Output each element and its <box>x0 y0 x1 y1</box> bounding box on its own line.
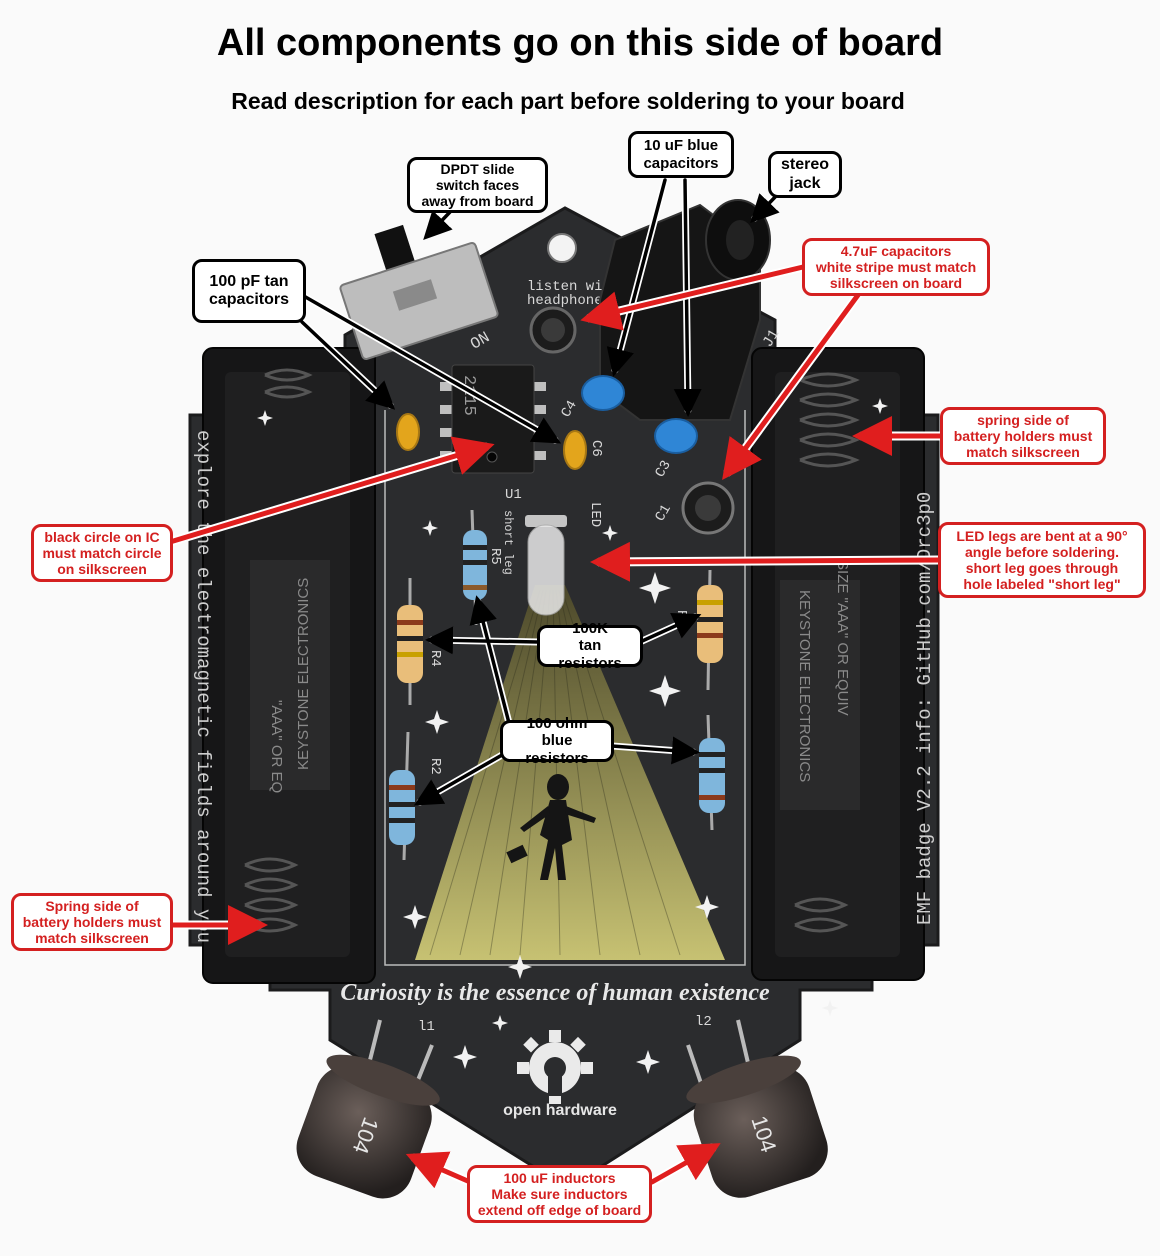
callout-electrolytic: 4.7uF capacitors white stripe must match… <box>802 238 990 296</box>
callout-led-legs: LED legs are bent at a 90° angle before … <box>938 522 1146 598</box>
resistor-r2 <box>389 731 415 861</box>
mounting-hole <box>547 233 577 263</box>
spring-left-top <box>264 368 313 399</box>
listen-label: listen with <box>527 279 619 295</box>
battery-holder-left <box>202 347 376 984</box>
resistor-r1 <box>699 714 725 831</box>
c6-label: C6 <box>588 440 604 457</box>
callout-100k-resistors: 100K tan resistors <box>537 620 643 672</box>
inductor-l2: 104 <box>686 1019 828 1198</box>
callout-spring-left: Spring side of battery holders must matc… <box>11 893 173 951</box>
tractor-beam <box>415 585 725 960</box>
c4-label: C4 <box>558 398 580 421</box>
electrolytic-cap-c1 <box>681 481 735 535</box>
j1-label: J1 <box>760 326 784 350</box>
left-edge-text: explore the electromagnetic fields aroun… <box>192 430 214 943</box>
callout-ic-circle: black circle on IC must match circle on … <box>31 524 173 582</box>
callout-blue-capacitors: 10 uF blue capacitors <box>628 131 734 178</box>
l1-label: l1 <box>418 1019 435 1035</box>
battery-brand-right: KEYSTONE ELECTRONICS <box>796 590 813 782</box>
resistor-r3 <box>697 569 723 691</box>
battery-size-left: "AAA" OR EQ <box>268 700 285 793</box>
r5-label: R5 <box>487 548 503 565</box>
blue-cap-c3 <box>654 418 698 454</box>
motto-text: Curiosity is the essence of human existe… <box>340 980 770 1006</box>
electrolytic-cap-top <box>529 306 577 354</box>
r4-label: R4 <box>427 650 443 667</box>
short-leg-label: short leg <box>501 510 515 575</box>
r2-label: R2 <box>427 758 443 775</box>
resistor-r4 <box>397 578 423 705</box>
headphone-label: headphone <box>527 293 603 309</box>
alien-figure <box>506 774 596 880</box>
inductor-l1: 104 <box>296 1019 440 1199</box>
tan-cap-left <box>396 413 420 451</box>
star-decorations <box>257 398 888 1074</box>
c1-label: C1 <box>652 502 674 525</box>
battery-brand-left: KEYSTONE ELECTRONICS <box>295 578 312 770</box>
l2-label: l2 <box>695 1014 712 1030</box>
callout-inductors: 100 uF inductors Make sure inductors ext… <box>467 1165 652 1223</box>
led-component <box>525 515 567 616</box>
led-label: LED <box>587 502 603 527</box>
blue-cap-c4 <box>581 375 625 411</box>
page-subtitle: Read description for each part before so… <box>231 88 905 114</box>
c3-label: C3 <box>652 458 674 481</box>
right-edge-text: EMF badge V2.2 info: GitHub.com/Drc3p0 <box>914 492 936 925</box>
dpdt-switch <box>339 224 499 360</box>
callout-tan-capacitors: 100 pF tan capacitors <box>192 259 306 323</box>
callout-stereo-jack: stereo jack <box>768 151 842 198</box>
page-title: All components go on this side of board <box>216 22 944 64</box>
callout-spring-right: spring side of battery holders must matc… <box>940 407 1106 465</box>
open-hardware-text: open hardware <box>503 1102 617 1119</box>
open-hardware-logo <box>517 1030 593 1104</box>
tan-cap-c6 <box>563 430 587 470</box>
callout-dpdt-switch: DPDT slide switch faces away from board <box>407 157 548 213</box>
u1-label: U1 <box>505 487 522 503</box>
callout-100ohm-resistors: 100 ohm blue resistors <box>500 715 614 767</box>
battery-holder-right <box>751 347 925 981</box>
battery-size-right: SIZE "AAA" OR EQUIV <box>834 560 851 716</box>
red-arrows <box>165 262 950 1189</box>
